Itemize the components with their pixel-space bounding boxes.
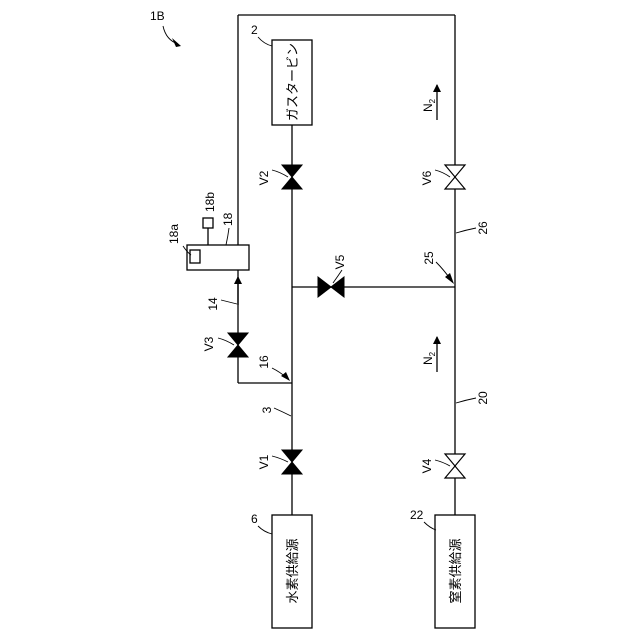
gas-turbine-ref: 2 (251, 23, 258, 37)
pipe-16-arrowhead (281, 372, 290, 381)
nitrogen-source-ref: 22 (410, 508, 424, 522)
flow-indicator-upper: N2 (421, 85, 437, 120)
pipe-25-arrowhead (445, 273, 454, 284)
pipe-3-leader (274, 408, 291, 416)
pipe-26-label: 26 (476, 221, 490, 235)
pipe-14-leader (221, 300, 237, 304)
pipe-3-label: 3 (260, 406, 274, 413)
valve-v5[interactable] (318, 277, 344, 297)
valve-v6-label: V6 (420, 170, 434, 185)
device-18a-element (190, 250, 200, 263)
nitrogen-source-label: 窒素供給源 (448, 538, 464, 603)
pipe-25-label: 25 (422, 251, 436, 265)
figure-label-leader (163, 26, 178, 44)
valve-v3-leader (218, 338, 234, 345)
valve-v6-leader (435, 170, 450, 177)
valve-v2-leader (272, 170, 288, 177)
valve-v4-leader (435, 460, 450, 466)
device-18a-label: 18a (167, 224, 181, 244)
valve-v6[interactable] (445, 165, 465, 189)
hydrogen-source-ref: 6 (251, 512, 258, 526)
pipe-14-label: 14 (206, 297, 220, 311)
valve-v2[interactable] (282, 165, 302, 189)
pipe-26-leader (456, 228, 476, 233)
flow-label-upper: N2 (421, 98, 437, 112)
valve-v1-leader (272, 456, 288, 462)
flow-indicator-lower: N2 (421, 337, 437, 372)
device-18b-label: 18b (203, 192, 217, 212)
nitrogen-source-leader (424, 522, 436, 530)
device-18b-element (203, 218, 213, 228)
valve-v5-label: V5 (333, 254, 347, 269)
figure-label: 1B (150, 9, 165, 23)
valve-v3[interactable] (228, 333, 248, 357)
pipe-16-label: 16 (257, 355, 271, 369)
valve-v4-label: V4 (420, 458, 434, 473)
gas-turbine-label: ガスタービン (286, 43, 301, 121)
valve-v2-label: V2 (257, 170, 271, 185)
figure-label-arrowhead (172, 38, 181, 47)
hydrogen-source-leader (258, 526, 272, 534)
valve-v3-label: V3 (202, 336, 216, 351)
valve-v1[interactable] (282, 450, 302, 474)
pipe-20-leader (456, 398, 476, 403)
device-18-label: 18 (221, 212, 235, 226)
valve-v4[interactable] (445, 454, 465, 478)
hydrogen-source-label: 水素供給源 (286, 538, 301, 603)
flow-label-lower: N2 (421, 351, 437, 365)
pipe-20-label: 20 (476, 391, 490, 405)
valve-v1-label: V1 (257, 454, 271, 469)
gas-turbine-leader (258, 37, 272, 46)
device-18-leader (226, 228, 229, 245)
